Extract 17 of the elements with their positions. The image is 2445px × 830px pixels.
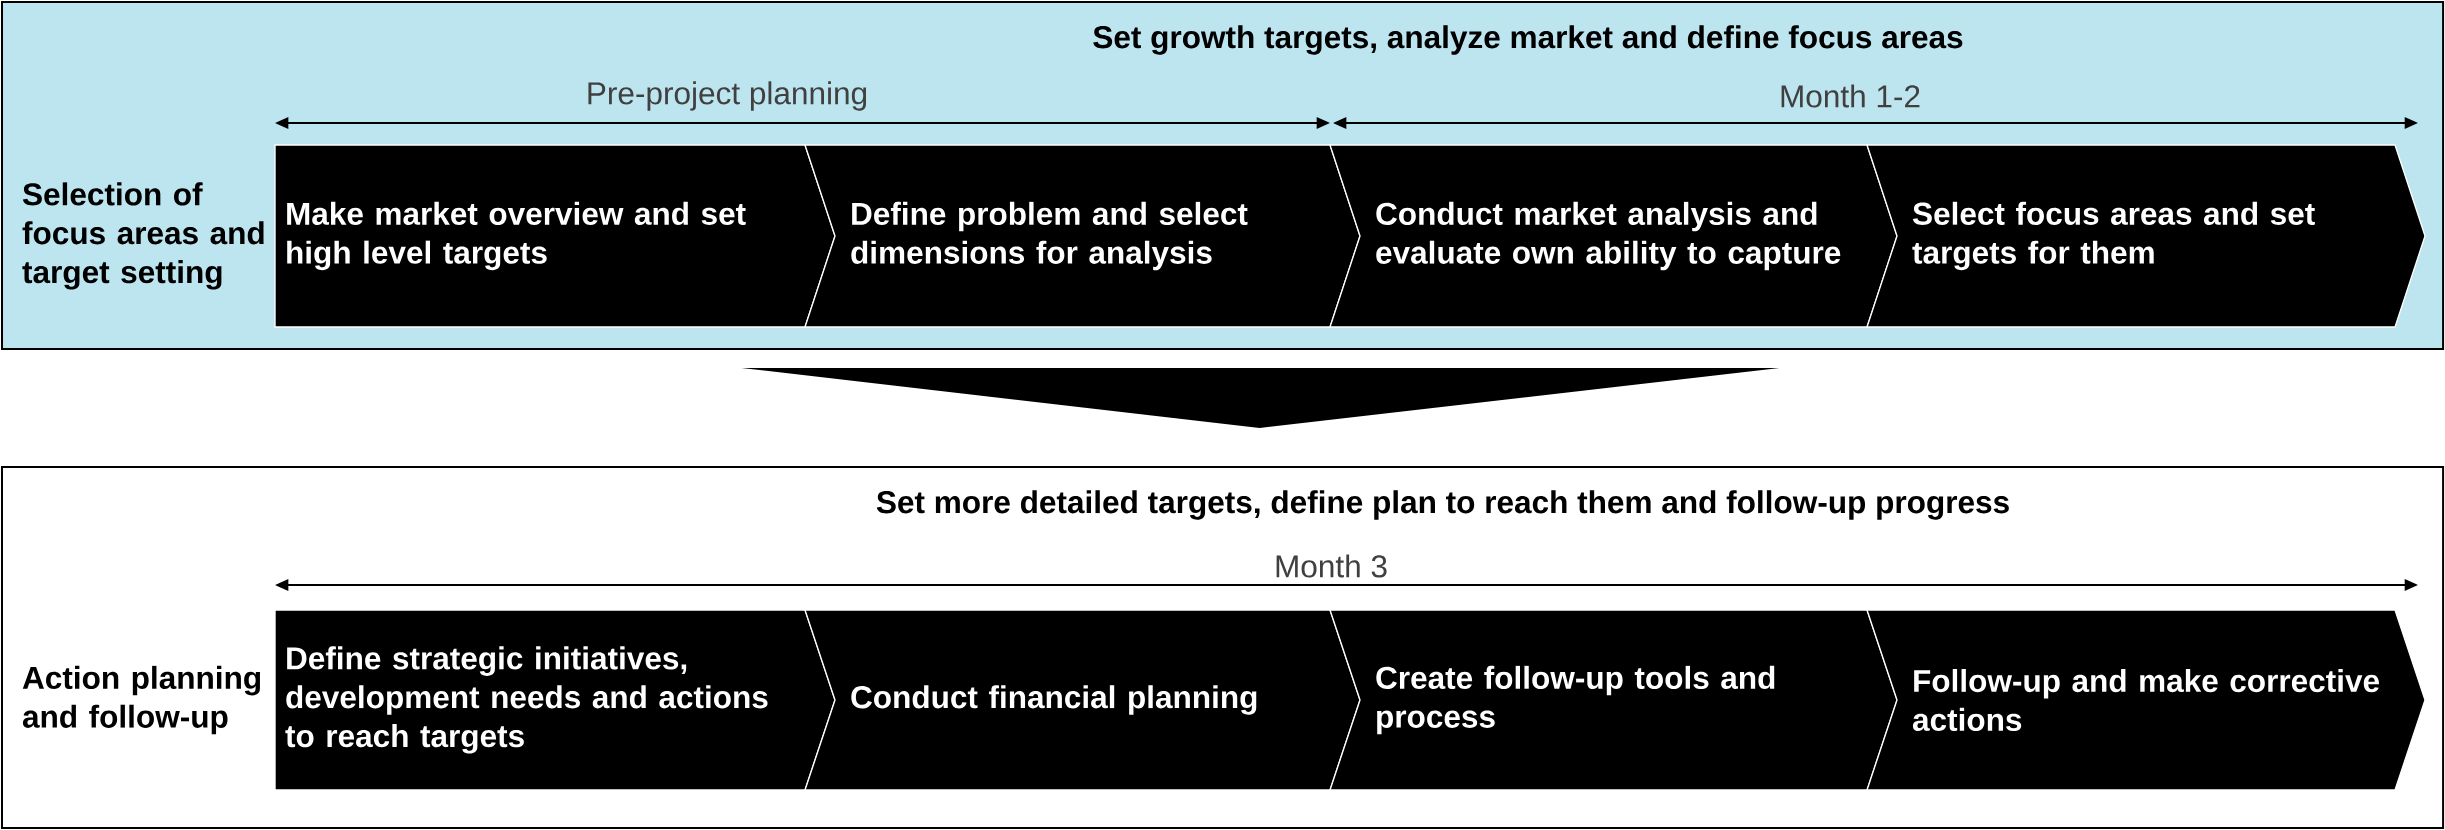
- node-label: Select focus areas and set targets for them: [1912, 201, 2315, 271]
- process-step: Define strategic initiatives, development needs and actions to reach targets: [274, 609, 836, 791]
- process-step: Conduct market analysis and evaluate own ability to capture: [1329, 144, 1898, 328]
- row-label: Action planning and follow-up: [22, 665, 261, 735]
- process-step: Create follow-up tools and process: [1329, 609, 1898, 791]
- phase-label: Month 3: [1276, 554, 1387, 578]
- process-step: Make market overview and set high level targets: [274, 144, 836, 328]
- process-step: Define problem and select dimensions for analysis: [804, 144, 1361, 328]
- panel-title: Set more detailed targets, define plan to reach them and follow-up progress: [876, 490, 2009, 520]
- process-step: Select focus areas and set targets for them: [1866, 144, 2426, 328]
- node-label: Follow-up and make corrective actions: [1912, 668, 2379, 732]
- phase-label: Pre-project planning: [588, 81, 867, 111]
- phase-label: Month 1-2: [1781, 84, 1920, 108]
- row-label: Selection of focus areas and target setting: [22, 182, 264, 290]
- process-step: Conduct financial planning: [804, 609, 1361, 791]
- panel-title: Set growth targets, analyze market and define focus areas: [1093, 25, 1963, 55]
- process-step: Follow-up and make corrective actions: [1866, 609, 2426, 791]
